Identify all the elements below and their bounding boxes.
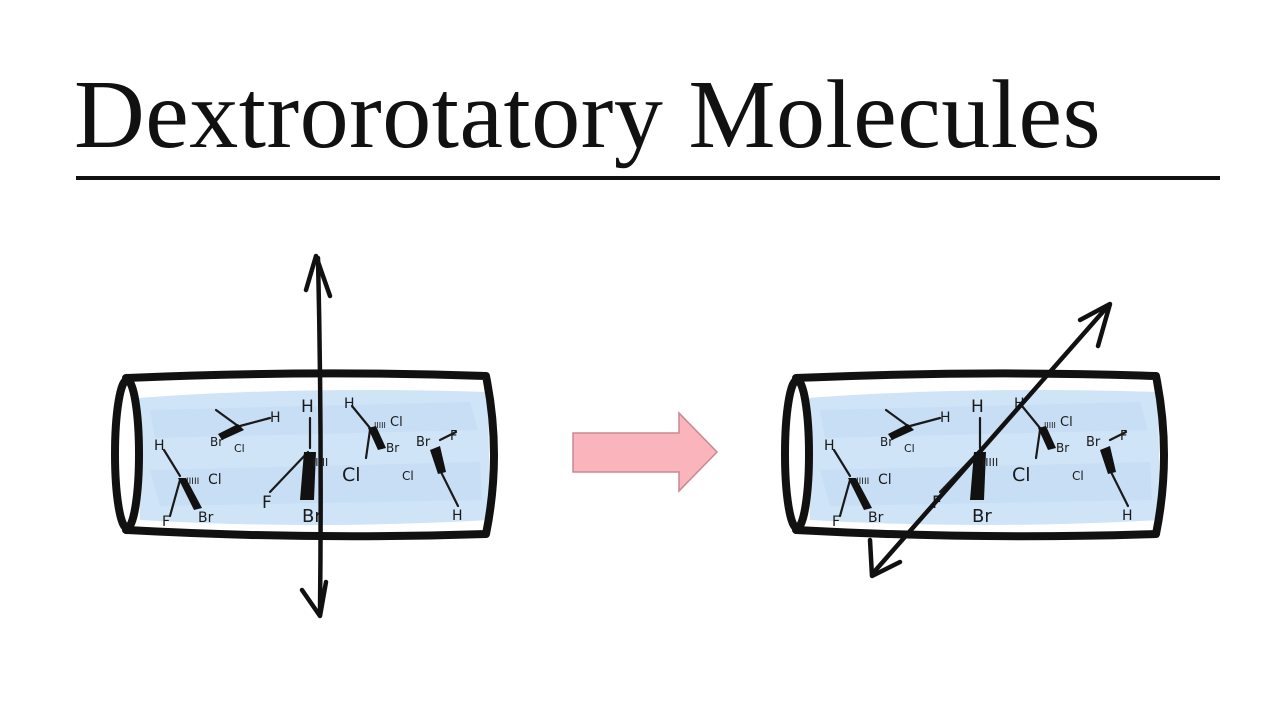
atom-label: Br [880, 435, 893, 449]
atom-label: Cl [1072, 469, 1084, 483]
atom-label: H [301, 397, 314, 417]
atom-label: F [262, 493, 272, 513]
atom-label: Br [198, 510, 214, 526]
atom-label: H [452, 508, 463, 524]
atom-label: Br [1086, 435, 1101, 450]
molecule-top-left: H Br Cl [210, 408, 281, 455]
title-underline [76, 176, 1220, 180]
atom-label: Br [1056, 441, 1069, 455]
molecule-right: Br F Cl H [402, 429, 463, 524]
atom-label: F [1120, 429, 1127, 444]
tube-body [792, 369, 1168, 541]
polarized-light-arrow-before [299, 253, 333, 619]
molecule-group-before: H IIIII Cl F Br H IIIII Cl F Br [154, 396, 463, 530]
atom-label: Cl [878, 472, 892, 488]
atom-label: F [832, 514, 840, 530]
page-title: Dextrorotatory Molecules [74, 61, 1102, 169]
hash-bond: IIIII [856, 477, 869, 487]
atom-label: H [344, 396, 355, 412]
atom-label: H [940, 410, 951, 426]
atom-label: H [971, 397, 984, 417]
atom-label: Br [868, 510, 884, 526]
tube-open-end [111, 376, 143, 532]
atom-label: Cl [342, 464, 361, 486]
hash-bond: IIIII [1044, 421, 1056, 430]
atom-label: Br [972, 506, 992, 527]
atom-label: Br [386, 441, 399, 455]
tube-open-end [781, 376, 813, 532]
atom-label: Cl [208, 472, 222, 488]
polarized-light-arrow-after [867, 301, 1113, 579]
atom-label: H [154, 438, 165, 454]
atom-label: Cl [234, 442, 245, 455]
atom-label: Cl [1012, 464, 1031, 486]
atom-label: Cl [390, 415, 403, 430]
hash-bond: IIIII [186, 477, 199, 487]
transition-arrow [572, 411, 719, 493]
atom-label: Cl [402, 469, 414, 483]
molecule-central: H IIIII Cl F Br [262, 397, 361, 527]
molecule-group-after: H IIIII Cl F Br H IIIII Cl F Br H [824, 396, 1133, 530]
hash-bond: IIIII [982, 456, 998, 469]
tube-body [122, 369, 498, 541]
atom-label: Cl [1060, 415, 1073, 430]
molecule-left: H IIIII Cl F Br [824, 438, 892, 530]
molecule-top-right: H IIIII Cl Br [344, 396, 403, 460]
atom-label: H [270, 410, 281, 426]
hash-bond: IIIII [374, 421, 386, 430]
molecule-left: H IIIII Cl F Br [154, 438, 222, 530]
molecule-top-left: H Br Cl [880, 408, 951, 455]
molecule-right: Br F Cl H [1072, 429, 1133, 524]
atom-label: Br [416, 435, 431, 450]
atom-label: F [450, 429, 457, 444]
atom-label: F [162, 514, 170, 530]
atom-label: H [824, 438, 835, 454]
atom-label: Br [210, 435, 223, 449]
atom-label: H [1122, 508, 1133, 524]
atom-label: Cl [904, 442, 915, 455]
atom-label: Br [302, 506, 322, 527]
